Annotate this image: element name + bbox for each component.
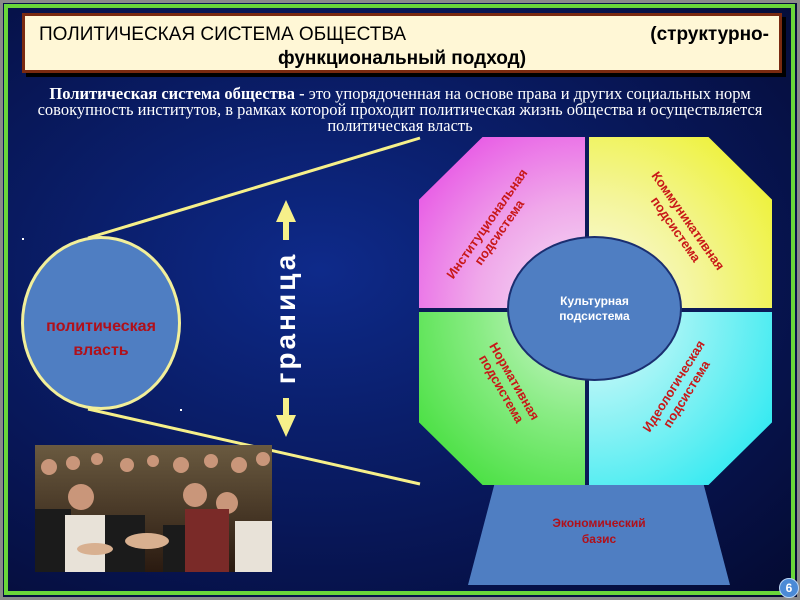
title-line1-right: (структурно- xyxy=(650,24,769,45)
political-power-label-2: власть xyxy=(73,342,129,359)
crowd-photo xyxy=(35,445,272,572)
star-dot xyxy=(180,409,182,411)
title-box: ПОЛИТИЧЕСКАЯ СИСТЕМА ОБЩЕСТВА (структурн… xyxy=(22,13,782,73)
cultural-subsystem-circle: Культурная подсистема xyxy=(507,236,682,381)
political-power-circle: политическая власть xyxy=(21,236,181,410)
subsystems-diagram xyxy=(419,137,772,485)
page-number-badge: 6 xyxy=(779,578,799,598)
definition-term: Политическая система общества - xyxy=(49,84,305,103)
title-line2: функциональный подход) xyxy=(277,48,527,69)
cultural-subsystem-label-2: подсистема xyxy=(559,309,630,323)
star-dot xyxy=(22,238,24,240)
title-line1: ПОЛИТИЧЕСКАЯ СИСТЕМА ОБЩЕСТВА xyxy=(39,24,407,45)
definition-body: это упорядоченная на основе права и друг… xyxy=(37,84,763,135)
definition-text: Политическая система общества - это упор… xyxy=(20,84,780,135)
arrow-up-icon xyxy=(276,200,296,240)
arrow-down-icon xyxy=(276,398,296,437)
economic-base-label-1: Экономический xyxy=(552,516,646,530)
slide-border xyxy=(4,4,795,595)
upper-boundary-line xyxy=(87,136,421,240)
economic-base-label-2: базис xyxy=(581,532,617,546)
cultural-subsystem-label-1: Культурная xyxy=(560,294,629,308)
boundary-label: граница xyxy=(270,251,301,385)
economic-base-trapezoid: Экономический базис xyxy=(468,485,730,585)
political-power-label-1: политическая xyxy=(46,318,156,335)
crowd-photo-image xyxy=(35,445,272,572)
